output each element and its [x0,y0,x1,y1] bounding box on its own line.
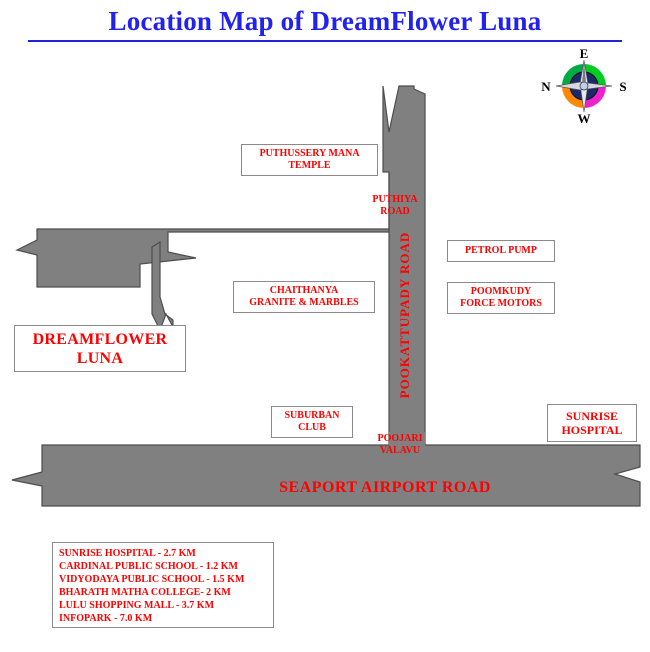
distance-legend: SUNRISE HOSPITAL - 2.7 KM CARDINAL PUBLI… [52,542,274,628]
compass-left-label: N [541,79,551,94]
legend-line: VIDYODAYA PUBLIC SCHOOL - 1.5 KM [59,574,245,585]
compass-rose: E W N S [536,44,632,126]
legend-line: INFOPARK - 7.0 KM [59,613,153,624]
pookattupady-road-shape [382,85,426,451]
label-dreamflower-luna[interactable]: DREAMFLOWER LUNA [14,325,186,372]
compass-ring-q2 [584,86,606,108]
label-puthussery-mana-temple[interactable]: PUTHUSSERY MANA TEMPLE [241,144,378,176]
upper-west-road-shape [15,172,390,288]
label-poomkudy-force-motors[interactable]: POOMKUDY FORCE MOTORS [447,282,555,314]
compass-needle-shade [582,60,586,86]
compass-bottom-label: W [578,111,591,126]
page-title: Location Map of DreamFlower Luna [108,6,542,36]
road-label-pookattupady-road: POOKATTUPADY ROAD [397,231,412,399]
label-sunrise-hospital[interactable]: SUNRISE HOSPITAL [547,404,637,442]
north-branch-stub-shape [151,240,174,332]
page-title-bar: Location Map of DreamFlower Luna [28,4,622,42]
road-label-seaport-airport-road: SEAPORT AIRPORT ROAD [279,479,491,496]
compass-hub [579,81,589,91]
label-petrol-pump[interactable]: PETROL PUMP [447,240,555,262]
legend-line: SUNRISE HOSPITAL - 2.7 KM [59,548,196,559]
road-network-graphic [11,85,641,507]
legend-line: CARDINAL PUBLIC SCHOOL - 1.2 KM [59,561,238,572]
label-chaithanya-granite-marbles[interactable]: CHAITHANYA GRANITE & MARBLES [233,281,375,313]
label-suburban-club[interactable]: SUBURBAN CLUB [271,406,353,438]
road-junction-fillet [389,432,425,452]
compass-top-label: E [580,46,589,61]
legend-line: LULU SHOPPING MALL - 3.7 KM [59,600,215,611]
compass-right-label: S [619,79,626,94]
compass-ring-q3 [562,86,584,108]
map-canvas [0,42,650,522]
legend-line: BHARATH MATHA COLLEGE- 2 KM [59,587,231,598]
seaport-airport-road-shape [11,444,641,507]
road-label-poojari-valavu: POOJARI VALAVU [377,433,423,456]
road-label-puthiya-road: PUTHIYA ROAD [372,194,418,217]
compass-ring-q4 [562,64,584,86]
compass-graphic: E W N S [541,46,626,126]
compass-ring-q1 [584,64,606,86]
